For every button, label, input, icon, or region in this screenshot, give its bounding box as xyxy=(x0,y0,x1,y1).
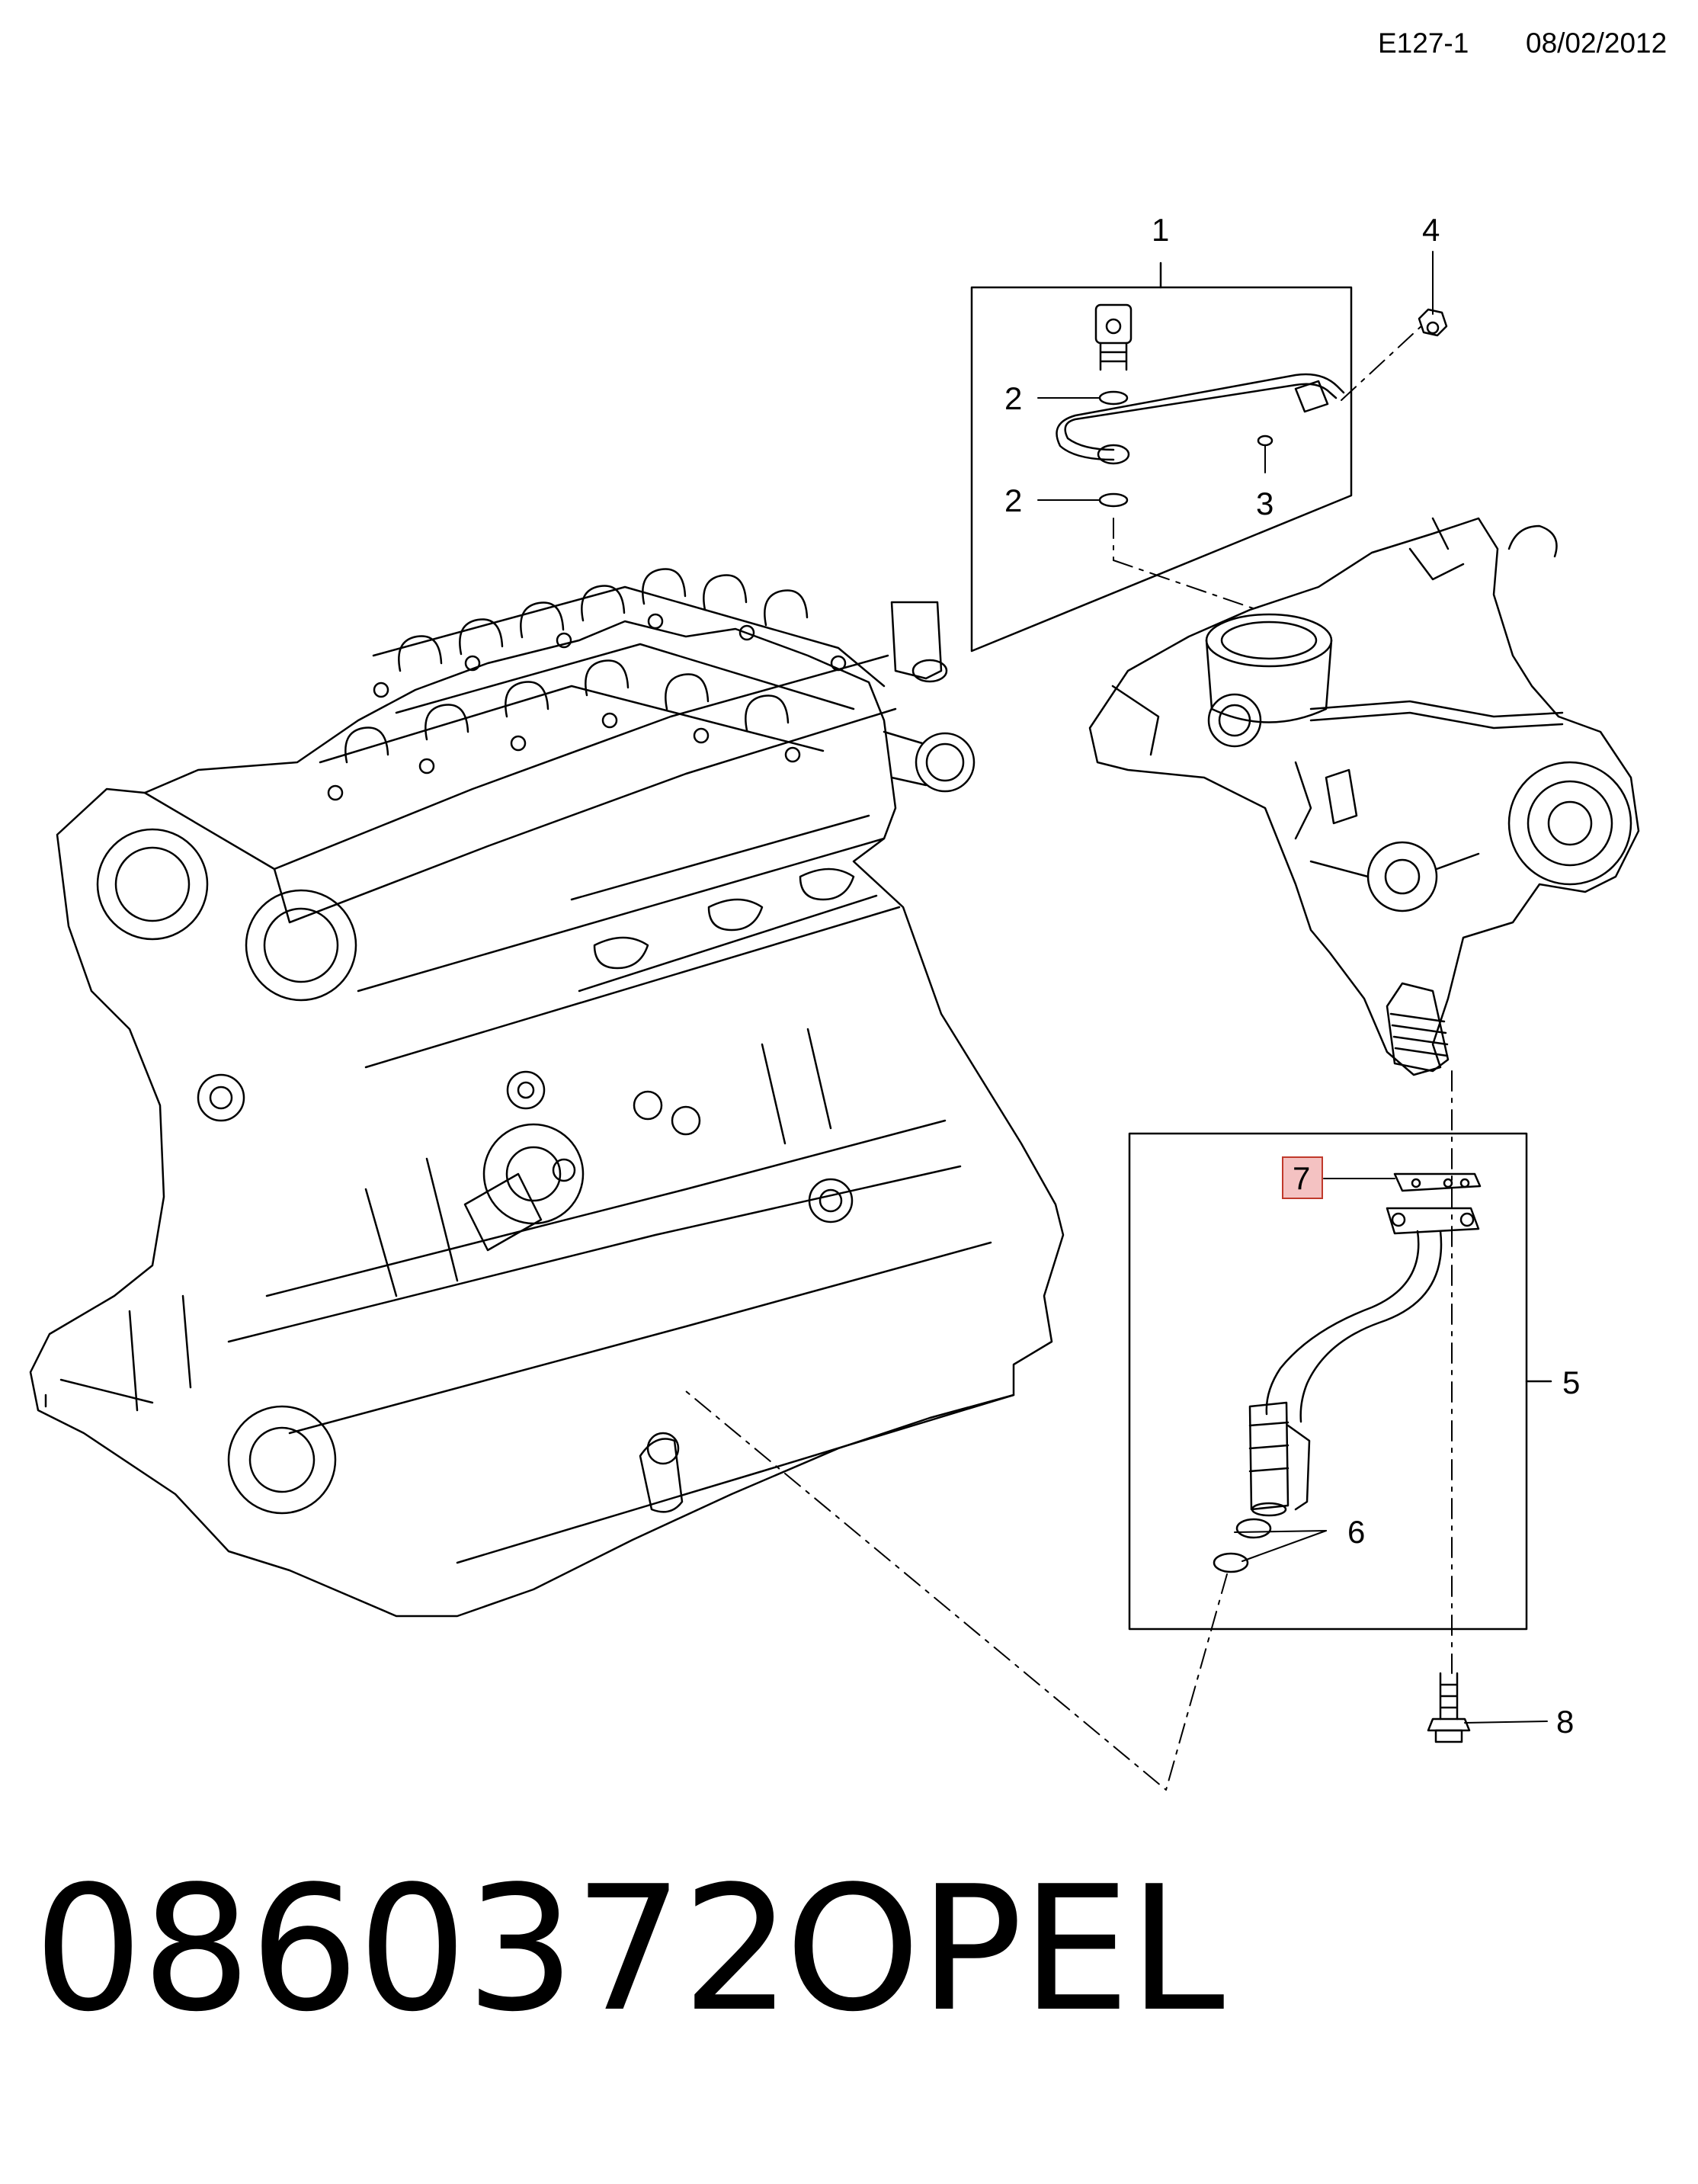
diagram-code: E127-1 xyxy=(1378,27,1469,59)
callout-4: 4 xyxy=(1422,212,1440,248)
callout-8: 8 xyxy=(1556,1704,1574,1740)
o-ring-lower xyxy=(1213,1552,1249,1573)
callout-5: 5 xyxy=(1562,1365,1580,1400)
small-seal xyxy=(1257,435,1274,447)
callout-7-highlight xyxy=(1282,1156,1323,1199)
diagram-date: 08/02/2012 xyxy=(1526,27,1668,59)
flange-nut xyxy=(1418,308,1448,337)
o-ring-upper xyxy=(1235,1518,1272,1539)
banjo-bolt xyxy=(1094,303,1133,371)
engine-block xyxy=(29,568,1065,1618)
pipe-kit-box xyxy=(970,261,1353,653)
callout-3: 3 xyxy=(1256,486,1274,521)
sealing-washer-lower xyxy=(1098,492,1129,508)
part-number: 0860372 xyxy=(34,1849,792,2050)
oil-feed-pipe xyxy=(1056,373,1345,465)
sealing-washer-upper xyxy=(1098,390,1129,406)
callout-numbers: 1 2 2 3 4 5 6 7 8 xyxy=(1004,212,1580,1740)
turbocharger xyxy=(1088,517,1640,1076)
return-pipe-box xyxy=(1128,1132,1552,1631)
callout-7: 7 xyxy=(1293,1160,1310,1196)
callout-6: 6 xyxy=(1347,1514,1365,1550)
brand-name: OPEL xyxy=(785,1849,1225,2050)
callout-2b: 2 xyxy=(1004,483,1022,518)
flange-gasket xyxy=(1393,1172,1482,1192)
callout-2a: 2 xyxy=(1004,380,1022,416)
callout-1: 1 xyxy=(1152,212,1169,248)
return-pipe-bolt xyxy=(1427,1672,1471,1743)
oil-return-pipe xyxy=(1248,1207,1480,1517)
